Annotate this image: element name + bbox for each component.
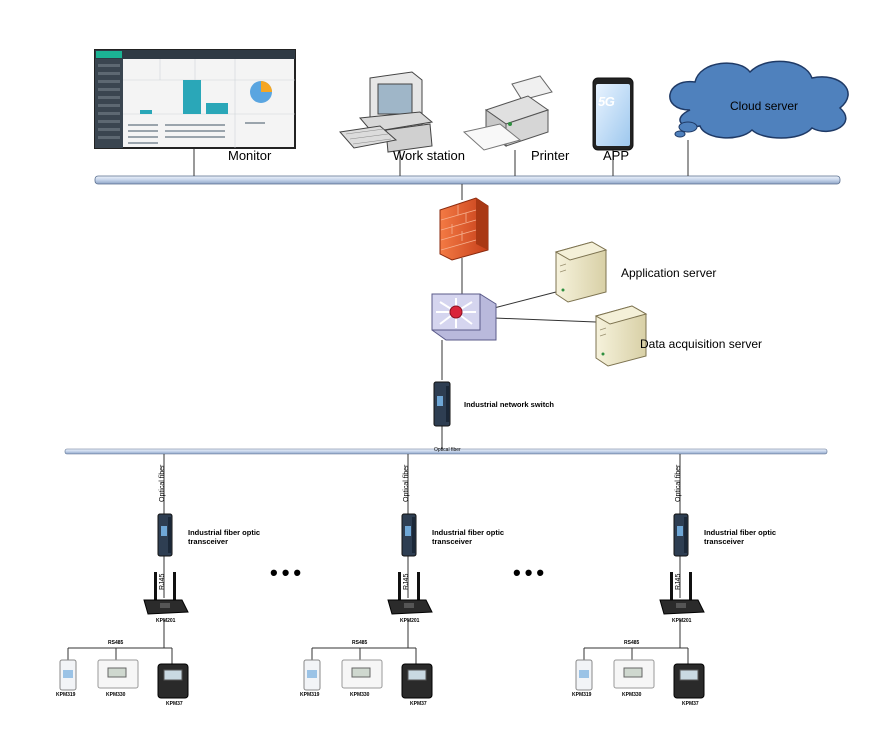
top-network-bus [94, 175, 841, 185]
cloud-server-label: Cloud server [730, 99, 799, 113]
monitor-dashboard [94, 49, 296, 149]
meter-label: KPM37 [410, 701, 427, 707]
rs485-label: RS485 [624, 640, 640, 646]
meter-kpm37-icon [401, 663, 433, 699]
ellipsis-left: ••• [270, 560, 306, 585]
optical-fiber-label: Optical fiber [675, 464, 682, 502]
industrial-switch-label: Industrial network switch [464, 400, 555, 409]
application-server-icon [554, 241, 608, 303]
field-branch-3 [575, 454, 705, 699]
workstation-computer [339, 71, 434, 153]
transceiver-label: Industrial fiber optic transceiver [704, 528, 777, 546]
printer-device [462, 75, 553, 151]
app-label: APP [603, 148, 630, 163]
meter-label: KPM37 [166, 701, 183, 707]
core-switch-icon [431, 293, 497, 341]
optical-fiber-bus-label: Optical fiber [434, 447, 461, 453]
industrial-switch-icon [433, 381, 451, 427]
meter-kpm319-icon [575, 659, 593, 691]
gateway-router-icon [387, 572, 433, 615]
meter-kpm37-icon [157, 663, 189, 699]
gateway-router-icon [143, 572, 189, 615]
rs485-label: RS485 [352, 640, 368, 646]
monitor-label: Monitor [228, 148, 272, 163]
fiber-transceiver-icon [673, 513, 689, 557]
rj45-label: RJ45 [675, 573, 682, 590]
meter-kpm330-icon [613, 659, 655, 689]
meter-kpm37-icon [673, 663, 705, 699]
data-acquisition-server-icon [594, 305, 648, 367]
meter-label: KPM319 [572, 692, 592, 698]
workstation-label: Work station [393, 148, 466, 163]
meter-label: KPM330 [350, 692, 370, 698]
firewall-icon [439, 197, 489, 261]
meter-kpm319-icon [59, 659, 77, 691]
fiber-transceiver-icon [401, 513, 417, 557]
meter-label: KPM330 [622, 692, 642, 698]
optical-fiber-label: Optical fiber [403, 464, 410, 502]
transceiver-label: Industrial fiber optic transceiver [188, 528, 261, 546]
application-server-label: Application server [621, 266, 717, 280]
meter-kpm330-icon [341, 659, 383, 689]
ellipsis-right: ••• [513, 560, 549, 585]
field-branch-2 [303, 454, 433, 699]
transceiver-label: Industrial fiber optic transceiver [432, 528, 505, 546]
optical-fiber-label: Optical fiber [159, 464, 166, 502]
gateway-router-icon [659, 572, 705, 615]
cloud-server [669, 60, 849, 139]
phone-5g-badge: 5G [598, 94, 615, 109]
data-acquisition-server-label: Data acquisition server [640, 337, 763, 351]
meter-label: KPM319 [56, 692, 76, 698]
meter-label: KPM330 [106, 692, 126, 698]
fiber-transceiver-icon [157, 513, 173, 557]
mobile-phone [592, 77, 634, 151]
rs485-label: RS485 [108, 640, 124, 646]
optical-fiber-bus [64, 448, 828, 455]
gateway-model-label: KPM201 [400, 618, 420, 624]
gateway-model-label: KPM201 [156, 618, 176, 624]
rj45-label: RJ45 [403, 573, 410, 590]
gateway-model-label: KPM201 [672, 618, 692, 624]
rj45-label: RJ45 [159, 573, 166, 590]
meter-kpm330-icon [97, 659, 139, 689]
printer-label: Printer [531, 148, 570, 163]
meter-label: KPM319 [300, 692, 320, 698]
meter-kpm319-icon [303, 659, 321, 691]
meter-label: KPM37 [682, 701, 699, 707]
field-branch-1 [59, 454, 189, 699]
